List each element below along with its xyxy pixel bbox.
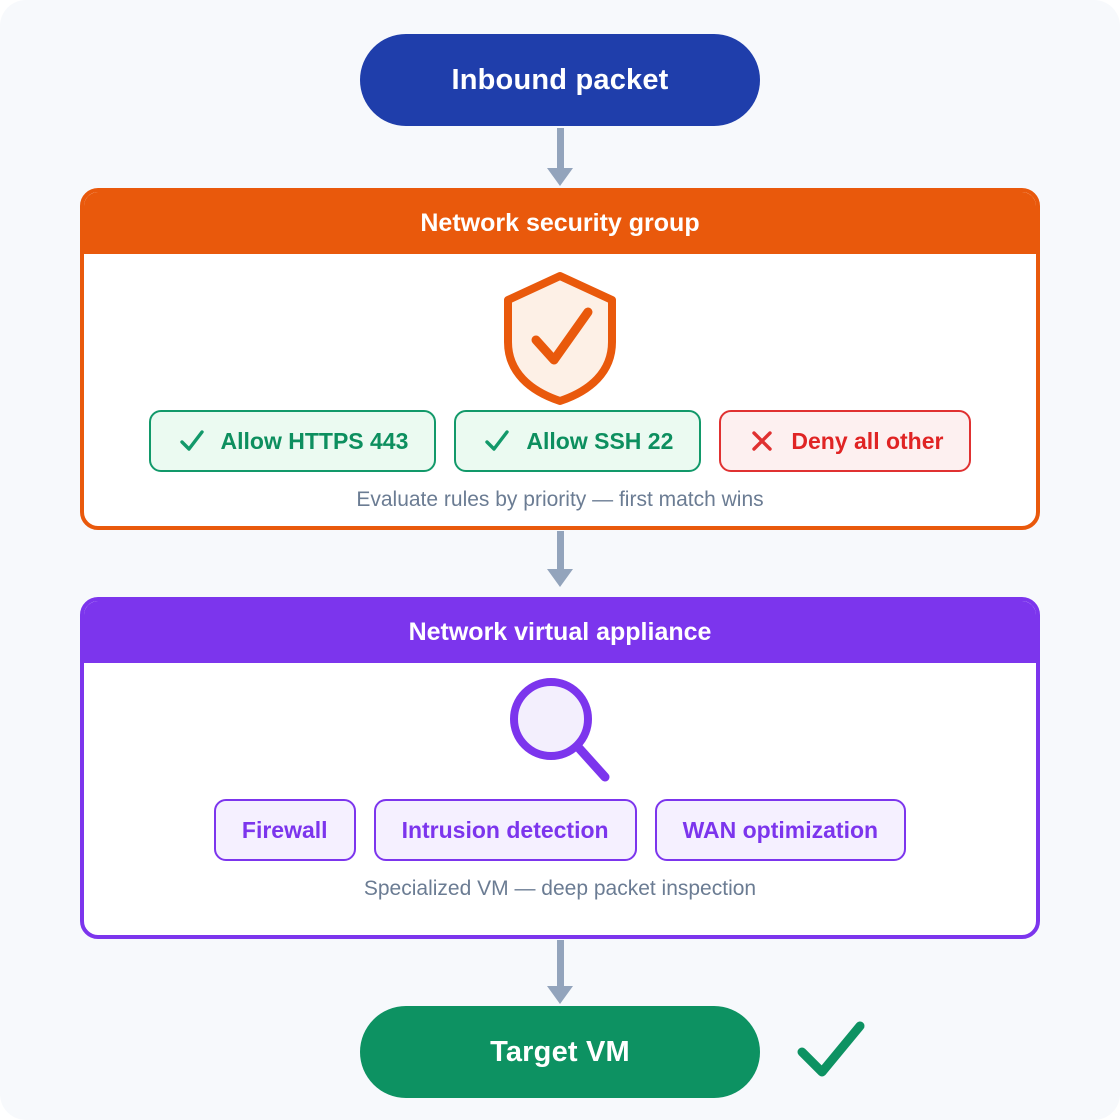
check-icon: [177, 426, 207, 456]
arrow-nsg-to-nva: [547, 531, 573, 587]
rule-chip-label: Allow SSH 22: [526, 427, 674, 454]
shield-check-icon: [496, 268, 624, 408]
arrow-head: [547, 168, 573, 186]
nsg-caption: Evaluate rules by priority — first match…: [356, 488, 764, 511]
nsg-card-header: Network security group: [84, 192, 1036, 254]
function-chip-label: Firewall: [241, 816, 328, 843]
magnifier-icon: [496, 671, 624, 797]
nva-function-chips: Firewall Intrusion detection WAN optimiz…: [213, 799, 907, 861]
cross-icon: [747, 426, 777, 456]
function-chip-intrusion-detection[interactable]: Intrusion detection: [373, 799, 637, 861]
target-node-target-vm[interactable]: Target VM: [360, 1006, 760, 1098]
nva-caption: Specialized VM — deep packet inspection: [363, 877, 757, 900]
nsg-title: Network security group: [420, 208, 700, 237]
function-chip-label: WAN optimization: [682, 816, 879, 843]
target-node-label: Target VM: [490, 1035, 630, 1068]
start-node-inbound-packet[interactable]: Inbound packet: [360, 34, 760, 126]
start-node-label: Inbound packet: [451, 63, 669, 96]
function-chip-label: Intrusion detection: [401, 816, 609, 843]
rule-chip-allow-https[interactable]: Allow HTTPS 443: [148, 410, 437, 472]
stage-card-network-virtual-appliance[interactable]: Network virtual appliance Firewall Intru…: [80, 597, 1040, 939]
rule-chip-label: Allow HTTPS 443: [220, 427, 409, 454]
rule-chip-allow-ssh[interactable]: Allow SSH 22: [454, 410, 702, 472]
function-chip-wan-optimization[interactable]: WAN optimization: [654, 799, 907, 861]
arrow-nva-to-target: [547, 940, 573, 1004]
rule-chip-label: Deny all other: [791, 427, 944, 454]
check-icon: [482, 426, 512, 456]
nva-card-header: Network virtual appliance: [84, 601, 1036, 663]
delivery-success-check-icon: [786, 1006, 876, 1096]
nsg-rule-chips: Allow HTTPS 443 Allow SSH 22: [148, 410, 972, 472]
arrow-shaft: [556, 940, 564, 986]
arrow-shaft: [556, 531, 564, 569]
arrow-start-to-nsg: [547, 128, 573, 186]
stage-card-network-security-group[interactable]: Network security group Allow HTTPS 443: [80, 188, 1040, 530]
function-chip-firewall[interactable]: Firewall: [213, 799, 356, 861]
arrow-head: [547, 569, 573, 587]
nsg-card-body: Allow HTTPS 443 Allow SSH 22: [84, 254, 1036, 526]
arrow-shaft: [556, 128, 564, 168]
arrow-head: [547, 986, 573, 1004]
nva-card-body: Firewall Intrusion detection WAN optimiz…: [84, 663, 1036, 935]
nva-title: Network virtual appliance: [408, 617, 712, 646]
rule-chip-deny-all-other[interactable]: Deny all other: [719, 410, 972, 472]
